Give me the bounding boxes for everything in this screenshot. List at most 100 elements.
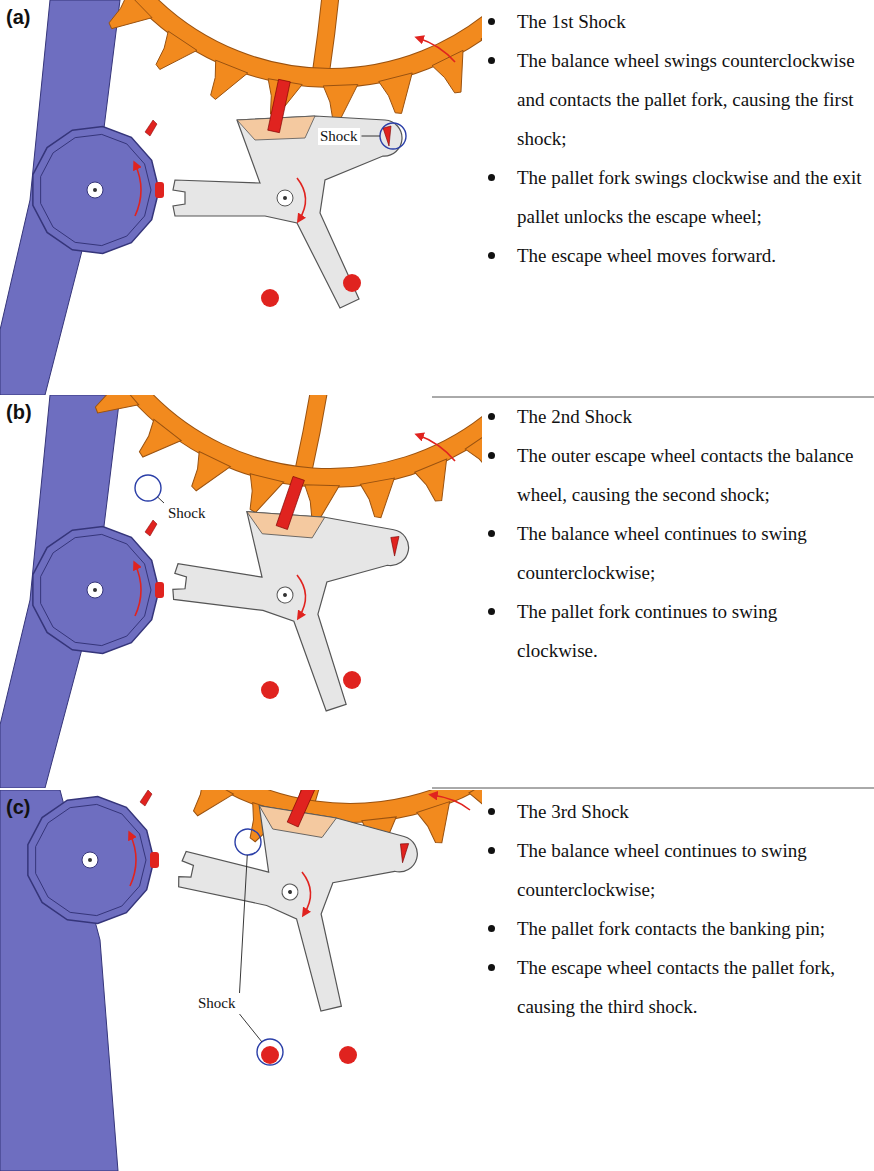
bullet-item: The pallet fork swings clockwise and the… (488, 158, 868, 236)
bullet-text: The balance wheel swings counterclockwis… (517, 41, 862, 158)
bullet-dot (488, 608, 495, 615)
balance-roller-inner (41, 534, 151, 645)
bullet-dot (488, 808, 495, 815)
panel-separator (432, 788, 874, 789)
exit-pallet (383, 126, 391, 146)
motion-arrow (135, 564, 141, 616)
bullet-dot (488, 174, 495, 181)
roller-jewel (155, 182, 164, 198)
balance-pivot-dot (93, 588, 97, 592)
roller-jewel (155, 582, 164, 598)
banking-pin (343, 671, 361, 689)
leader-line (157, 497, 164, 503)
bullet-list: The 2nd ShockThe outer escape wheel cont… (488, 397, 868, 670)
escape-wheel (29, 0, 482, 122)
bullet-text: The 3rd Shock (517, 792, 862, 831)
bullet-text: The outer escape wheel contacts the bala… (517, 436, 862, 514)
bullet-item: The 1st Shock (488, 2, 868, 41)
wheel-tooth (379, 73, 412, 113)
entry-pallet (276, 476, 304, 529)
balance-pivot (87, 182, 103, 198)
banking-pin (261, 681, 279, 699)
escape-wheel (9, 395, 482, 542)
bullet-dot (488, 530, 495, 537)
impulse-jewel (140, 790, 152, 806)
wheel-tooth (413, 797, 450, 843)
balance-pivot-dot (93, 188, 97, 192)
balance-roller (33, 126, 159, 253)
bullet-text: The escape wheel moves forward. (517, 236, 862, 275)
leader-line (362, 136, 381, 137)
bullet-text: The pallet fork swings clockwise and the… (517, 158, 862, 236)
bullet-dot (488, 925, 495, 932)
wheel-tooth (481, 18, 482, 61)
clipped-mechanism (0, 0, 482, 395)
banking-pin (261, 289, 279, 307)
wheel-spoke (321, 0, 337, 70)
fork-body (173, 116, 402, 308)
bullet-item: The 2nd Shock (488, 397, 868, 436)
shock-circle (380, 123, 406, 149)
balance-roller-inner (41, 134, 151, 245)
motion-arrow (432, 795, 470, 810)
leader-line (240, 855, 248, 993)
bullet-text: The pallet fork contacts the banking pin… (517, 909, 862, 948)
wheel-rim-outline (72, 0, 482, 78)
wheel-rim (72, 0, 482, 78)
bullet-text: The 2nd Shock (517, 397, 862, 436)
clipped-mechanism (0, 790, 482, 1171)
bullet-text: The escape wheel contacts the pallet for… (517, 948, 862, 1026)
motion-arrow (130, 834, 136, 886)
wheel-tooth (156, 31, 197, 69)
banking-pin (261, 1046, 279, 1064)
balance-roller (28, 796, 154, 923)
bullet-item: The escape wheel contacts the pallet for… (488, 948, 868, 1026)
wheel-tooth (358, 476, 394, 519)
fork-pivot-dot (288, 890, 293, 895)
fork-body (160, 500, 411, 718)
roller-jewel (150, 852, 159, 868)
motion-arrow (297, 178, 306, 220)
balance-pivot-dot (88, 858, 92, 862)
shock-circle (257, 1039, 283, 1065)
bullet-item: The 3rd Shock (488, 792, 868, 831)
shock-label: Shock (196, 995, 238, 1012)
bullet-dot (488, 452, 495, 459)
wheel-spoke-outline (304, 395, 334, 470)
fork-pivot (276, 586, 294, 604)
motion-arrow (297, 575, 306, 617)
exit-pallet (397, 842, 409, 863)
wheel-tooth (466, 790, 482, 819)
balance-pivot (87, 582, 103, 598)
shock-circle (235, 829, 261, 855)
motion-arrow (302, 872, 311, 914)
wheel-tooth (191, 451, 231, 493)
balance-pivot (82, 852, 98, 868)
fork-pivot-dot (283, 196, 287, 200)
bullet-item: The escape wheel moves forward. (488, 236, 868, 275)
fork-pivot-dot (283, 593, 287, 597)
bullet-dot (488, 413, 495, 420)
wheel-tooth (109, 0, 152, 29)
bullet-text: The balance wheel continues to swing cou… (517, 831, 862, 909)
pallet-fork (160, 464, 415, 719)
shock-circle (135, 475, 161, 501)
motion-arrow (418, 38, 455, 62)
wheel-tooth (95, 395, 140, 416)
wheel-tooth (248, 474, 285, 515)
panel-illustration (0, 214, 690, 1171)
wheel-tooth (139, 419, 183, 460)
bullet-dot (488, 252, 495, 259)
exit-pallet (389, 535, 399, 556)
bullet-item: The balance wheel continues to swing cou… (488, 514, 868, 592)
pallet-fork (173, 79, 402, 308)
panel-letter: (c) (6, 796, 30, 819)
motion-arrow (135, 164, 141, 216)
banking-pin (343, 274, 361, 292)
fork-pivot (281, 883, 300, 902)
shock-label: Shock (318, 128, 360, 145)
balance-roller (33, 526, 159, 653)
impulse-jewel (145, 120, 157, 136)
wheel-spoke-outline (321, 0, 337, 70)
motion-arrow (418, 435, 455, 461)
